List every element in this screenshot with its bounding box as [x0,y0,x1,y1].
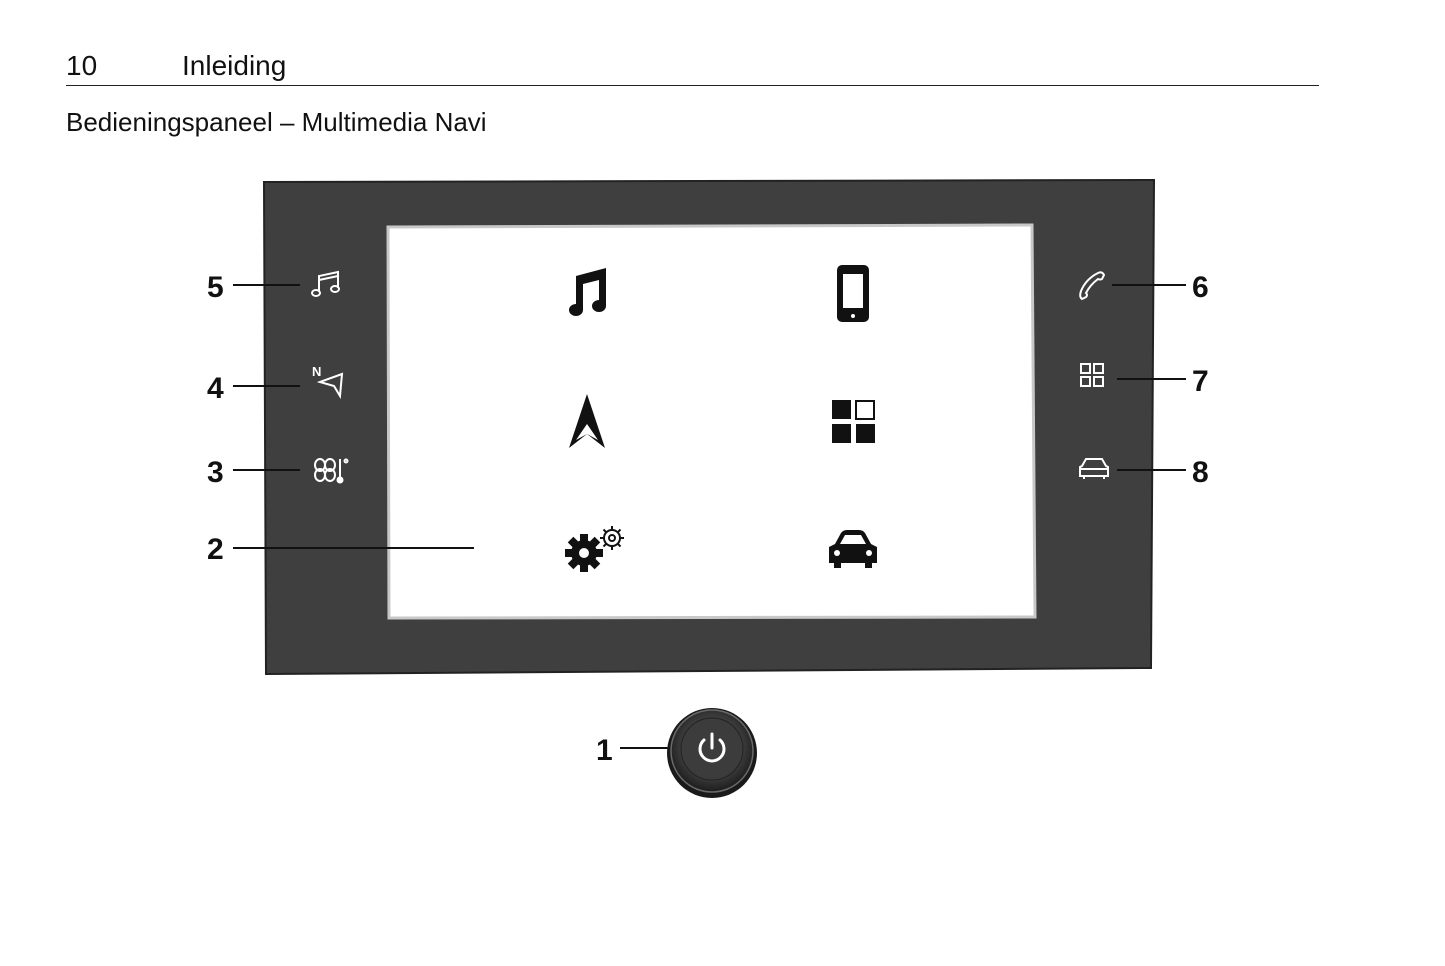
figure-subtitle: Bedieningspaneel – Multimedia Navi [66,107,487,137]
apps-grid-icon[interactable] [832,400,875,443]
section-title: Inleiding [182,50,287,81]
callout-6: 6 [1192,271,1209,304]
page-number: 10 [66,50,98,81]
settings-gears-icon[interactable] [565,526,624,572]
page-header: 10 Inleiding [66,50,1319,86]
touch-screen[interactable] [386,223,1037,620]
apps-button[interactable] [1080,363,1104,387]
callout-1: 1 [596,734,613,767]
callout-8: 8 [1192,456,1209,489]
car-icon[interactable] [829,530,877,568]
callout-5: 5 [207,271,224,304]
navigation-arrow-icon[interactable] [569,394,605,448]
power-icon [698,732,726,763]
svg-text:N: N [312,364,321,379]
callout-4: 4 [207,372,224,405]
navigation-button[interactable]: N [312,364,344,400]
power-knob[interactable] [667,708,757,798]
music-note-icon[interactable] [569,268,606,316]
callout-7: 7 [1192,365,1209,398]
media-button[interactable] [311,270,340,297]
climate-button[interactable] [314,458,349,484]
smartphone-icon[interactable] [837,265,869,322]
phone-button[interactable] [1079,271,1106,301]
callout-2: 2 [207,533,224,566]
callout-3: 3 [207,456,224,489]
vehicle-button[interactable] [1079,458,1109,479]
